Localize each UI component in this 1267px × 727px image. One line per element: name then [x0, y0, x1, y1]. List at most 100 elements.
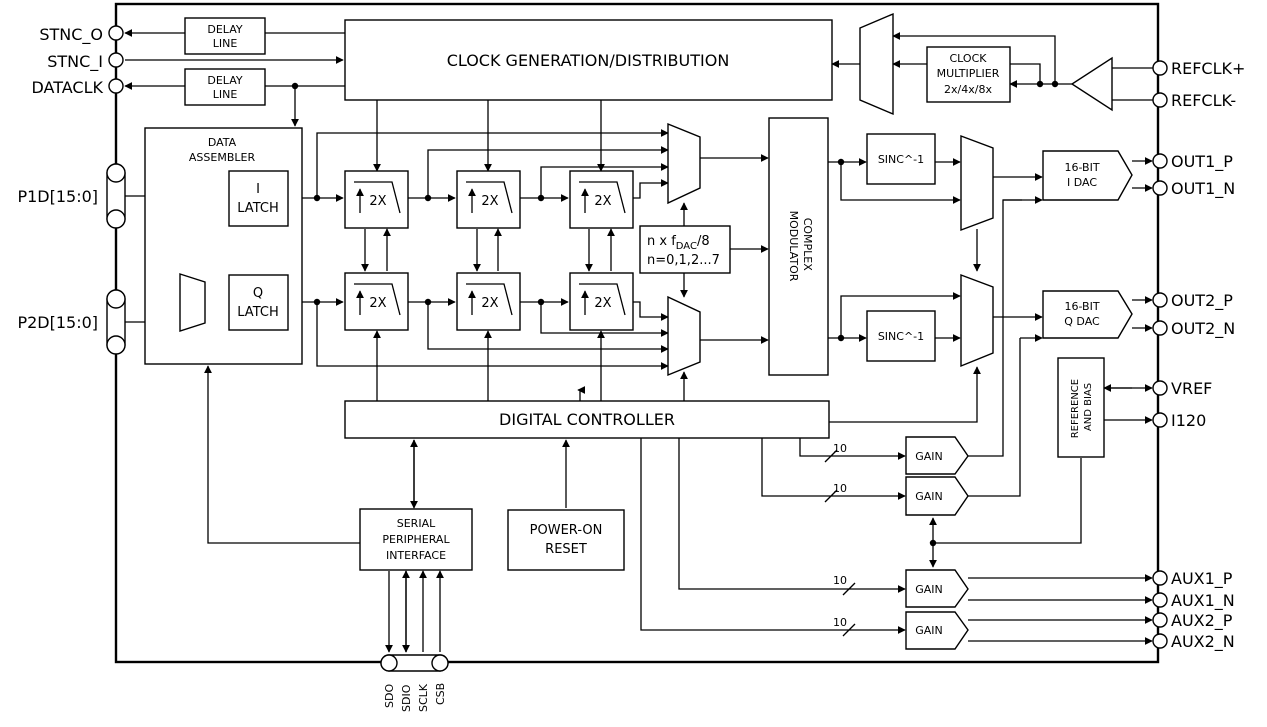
pin-refclk-p	[1152, 60, 1168, 76]
interp-filter-label: 2X	[369, 296, 386, 311]
gain-label: GAIN	[915, 624, 943, 637]
pin-label-out1-p: OUT1_P	[1171, 152, 1233, 172]
nco-line1-post: /8	[697, 234, 710, 249]
input-mux	[179, 273, 206, 332]
q-dac-l2: Q DAC	[1064, 315, 1100, 328]
pin-label-csb: CSB	[434, 683, 447, 705]
data-assembler-l1: DATA	[208, 136, 237, 149]
sinc-q-block	[866, 310, 936, 362]
bus-width-label-4: 10	[833, 616, 847, 629]
gain-block-3: GAIN	[905, 569, 969, 608]
complex-modulator-l2: MODULATOR	[787, 211, 800, 282]
digital-controller-block	[344, 400, 830, 439]
q-latch-block	[228, 274, 289, 331]
clock-multiplier-l2: MULTIPLIER	[937, 67, 1000, 80]
pin-label-refclk-n: REFCLK-	[1171, 91, 1236, 110]
i-latch-l2: LATCH	[237, 201, 278, 216]
q-output-mux	[667, 295, 701, 377]
complex-modulator-block	[768, 117, 829, 376]
interp-filter-label: 2X	[481, 296, 498, 311]
interp-filter-q-1: 2X	[344, 272, 409, 331]
power-on-reset-l2: RESET	[545, 542, 587, 557]
pin-label-out2-n: OUT2_N	[1171, 319, 1235, 339]
clock-multiplier-l1: CLOCK	[950, 52, 988, 65]
pin-label-out1-n: OUT1_N	[1171, 179, 1235, 199]
pin-label-stnc-i: STNC_I	[47, 52, 103, 72]
sinc-i-label: SINC^-1	[878, 153, 924, 166]
pin-label-sdo: SDO	[383, 684, 396, 708]
gain-block-2: GAIN	[905, 476, 969, 516]
bus-width-label-1: 10	[833, 442, 847, 455]
refclk-receiver	[1070, 56, 1113, 112]
nco-line2: n=0,1,2...7	[647, 253, 720, 268]
pin-dataclk	[108, 78, 124, 94]
data-assembler-l2: ASSEMBLER	[189, 151, 256, 164]
gain-block-4: GAIN	[905, 611, 969, 650]
reference-bias-label: REFERENCE AND BIAS	[1070, 376, 1094, 439]
power-on-reset-block	[507, 509, 625, 571]
pin-label-stnc-o: STNC_O	[39, 25, 103, 45]
gain-label: GAIN	[915, 490, 943, 503]
digital-controller-label: DIGITAL CONTROLLER	[499, 410, 675, 429]
junction-dots	[291, 80, 1059, 547]
interp-filter-label: 2X	[481, 194, 498, 209]
q-dac-mux	[960, 273, 994, 368]
bottom-pins: SDO SDIO SCLK CSB	[380, 654, 449, 712]
nco-line1-pre: n x f	[647, 234, 676, 249]
pin-label-vref: VREF	[1171, 379, 1212, 398]
bus-width-label-3: 10	[833, 574, 847, 587]
pin-aux2-n	[1152, 633, 1168, 649]
i-dac-l2: I DAC	[1067, 176, 1097, 189]
pin-label-aux1-p: AUX1_P	[1171, 569, 1233, 589]
delay-line-top	[184, 17, 266, 55]
pin-vref	[1152, 380, 1168, 396]
pin-label-aux1-n: AUX1_N	[1171, 591, 1235, 611]
gain-label: GAIN	[915, 450, 943, 463]
interp-filter-q-2: 2X	[456, 272, 521, 331]
pin-i120	[1152, 412, 1168, 428]
reference-bias-l2: AND BIAS	[1083, 383, 1094, 431]
gain-block-1: GAIN	[905, 436, 969, 475]
clock-multiplier-l3: 2x/4x/8x	[944, 83, 992, 96]
pin-stnc-i	[108, 52, 124, 68]
clock-mux	[859, 12, 894, 116]
pin-label-p2d: P2D[15:0]	[17, 313, 98, 332]
delay-line-bottom-l1: DELAY	[207, 74, 242, 87]
nco-line1: n x fDAC/8	[647, 234, 710, 252]
pin-refclk-n	[1152, 92, 1168, 108]
pin-label-i120: I120	[1171, 411, 1206, 430]
interp-filter-q-3: 2X	[569, 272, 634, 331]
interp-filter-label: 2X	[594, 296, 611, 311]
right-pins: REFCLK+ REFCLK- OUT1_P OUT1_N OUT2_P OUT…	[1152, 59, 1245, 652]
interp-filter-i-1: 2X	[344, 170, 409, 229]
i-dac-mux	[960, 134, 994, 232]
pin-label-sclk: SCLK	[417, 683, 430, 712]
pin-label-aux2-n: AUX2_N	[1171, 632, 1235, 652]
clock-generation-block	[344, 19, 833, 101]
q-latch-l1: Q	[253, 286, 263, 301]
pin-label-aux2-p: AUX2_P	[1171, 611, 1233, 631]
sinc-i-block	[866, 133, 936, 185]
reference-bias-l1: REFERENCE	[1070, 379, 1081, 438]
pin-out1-p	[1152, 153, 1168, 169]
i-dac-l1: 16-BIT	[1064, 161, 1099, 174]
i-dac-block	[1042, 150, 1133, 201]
delay-line-bottom	[184, 68, 266, 106]
delay-line-top-l1: DELAY	[207, 23, 242, 36]
interp-filter-label: 2X	[594, 194, 611, 209]
pin-aux2-p	[1152, 612, 1168, 628]
clock-generation-label: CLOCK GENERATION/DISTRIBUTION	[447, 51, 730, 70]
q-dac-l1: 16-BIT	[1064, 300, 1099, 313]
spi-block	[359, 508, 473, 571]
pin-out2-p	[1152, 292, 1168, 308]
interp-filter-i-2: 2X	[456, 170, 521, 229]
interp-filter-i-3: 2X	[569, 170, 634, 229]
pin-label-sdio: SDIO	[400, 684, 413, 712]
complex-modulator-l1: COMPLEX	[801, 218, 814, 272]
clock-multiplier-block	[926, 46, 1011, 103]
sinc-q-label: SINC^-1	[878, 330, 924, 343]
reference-bias-block	[1057, 357, 1105, 458]
q-latch-l2: LATCH	[237, 305, 278, 320]
spi-l2: PERIPHERAL	[382, 533, 450, 546]
